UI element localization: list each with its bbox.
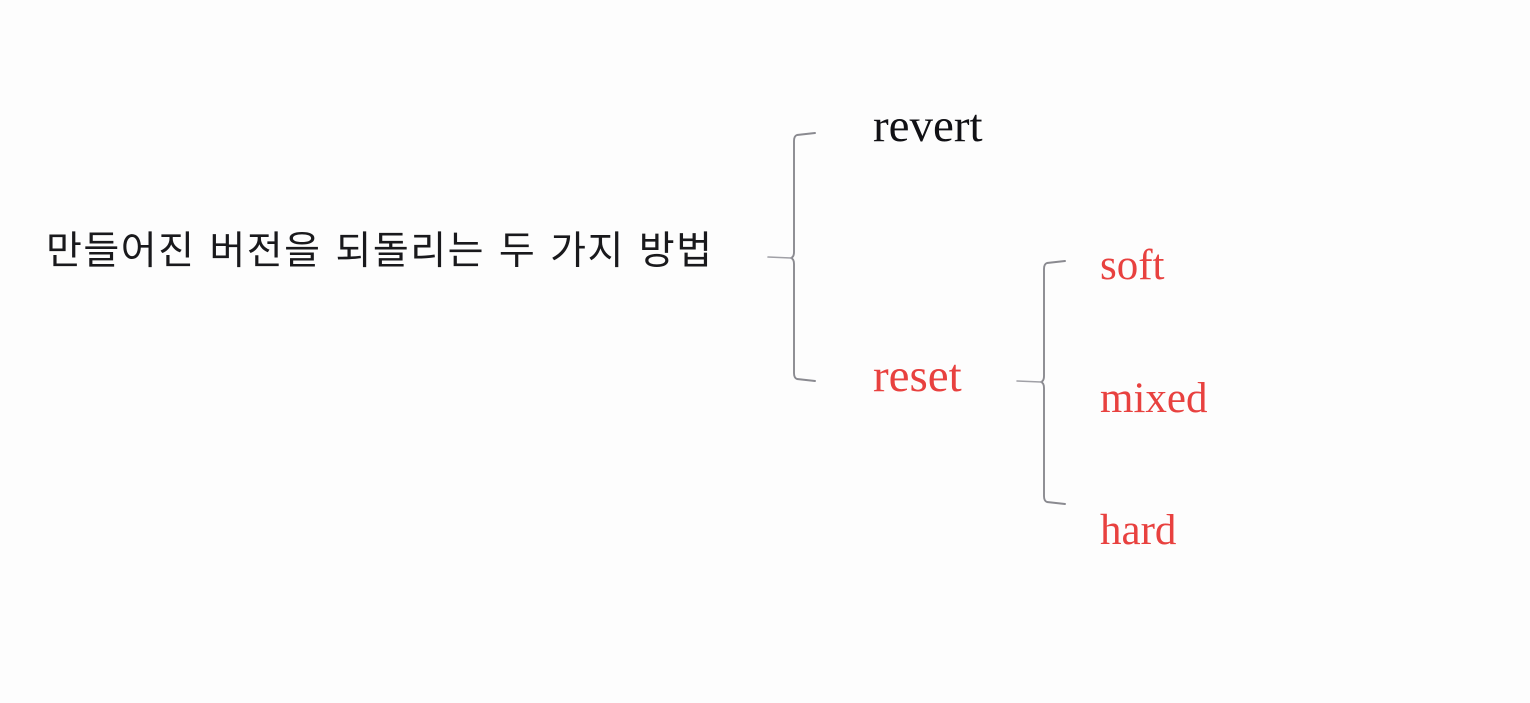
node-mixed[interactable]: mixed <box>1100 375 1208 422</box>
root-node-label: 만들어진 버전을 되돌리는 두 가지 방법 <box>46 229 714 274</box>
node-reset[interactable]: reset <box>873 350 962 402</box>
node-soft[interactable]: soft <box>1100 242 1165 289</box>
brace-reset-to-level2-icon <box>1016 260 1066 505</box>
brace-root-to-level1-icon <box>767 132 816 382</box>
node-revert[interactable]: revert <box>873 100 983 152</box>
node-hard[interactable]: hard <box>1100 507 1177 554</box>
